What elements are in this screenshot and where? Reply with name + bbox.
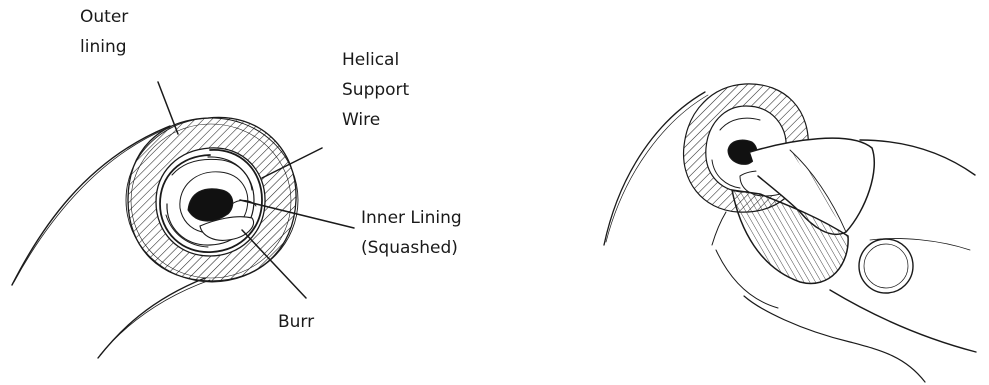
label-helical-line3: Wire xyxy=(342,110,381,130)
label-outer-lining-line1: Outer xyxy=(80,7,129,27)
leader-inner-lining xyxy=(239,199,355,229)
label-inner-lining: Inner Lining (Squashed) xyxy=(361,203,462,263)
label-burr-text: Burr xyxy=(278,312,315,332)
label-outer-lining-line2: lining xyxy=(80,37,127,57)
label-inner-lining-line1: Inner Lining xyxy=(361,208,462,228)
label-burr: Burr xyxy=(278,307,314,337)
label-inner-lining-line2: (Squashed) xyxy=(361,238,458,258)
cable-cross-section-icon xyxy=(11,116,299,359)
pliers-cutting-cable-icon xyxy=(603,83,977,383)
leader-outer-lining xyxy=(157,81,179,135)
label-helical-line2: Support xyxy=(342,80,410,100)
label-helical-support-wire: Helical Support Wire xyxy=(342,45,409,135)
leader-burr xyxy=(241,229,307,299)
label-helical-line1: Helical xyxy=(342,50,400,70)
label-outer-lining: Outer lining xyxy=(80,2,128,62)
leader-helical-wire xyxy=(261,147,323,179)
leader-lines xyxy=(157,81,355,299)
